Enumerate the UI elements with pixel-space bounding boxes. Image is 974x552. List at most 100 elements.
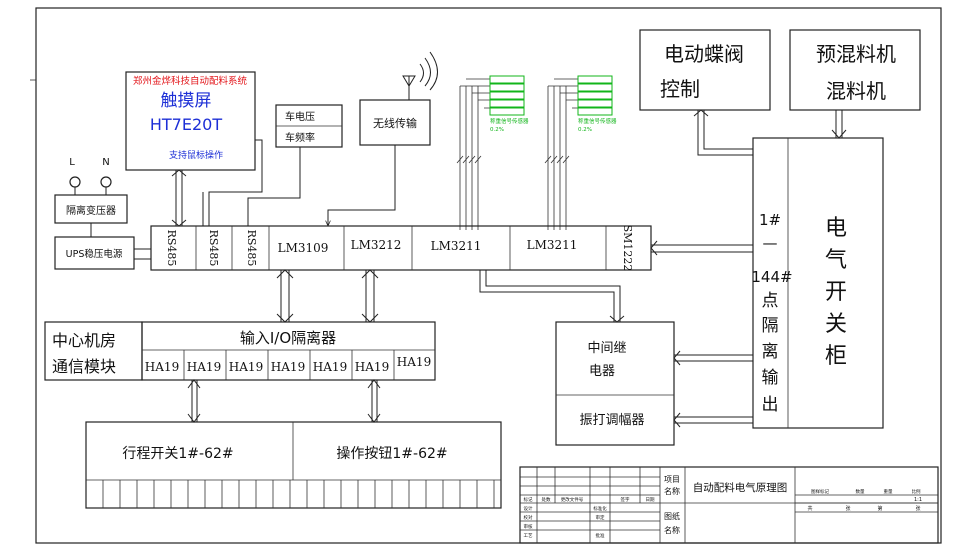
- touchscreen-link: [171, 169, 187, 227]
- plc-module-lm3211-1: LM3211: [431, 239, 482, 253]
- vehicle-signals: 车电压 车频率: [275, 104, 343, 148]
- ups-power: UPS稳压电源: [54, 236, 135, 270]
- title-block: 项目 名称 自动配料电气原理图 图纸 名称 标记 处数 更改文件号 签字 日期 …: [519, 466, 939, 544]
- touchscreen-company: 郑州金烨科技自动配料系统: [133, 75, 248, 87]
- touchscreen-title: 触摸屏: [161, 91, 212, 111]
- svg-text:图纸: 图纸: [664, 511, 680, 521]
- plc-module-sm1222: SM1222: [621, 225, 634, 272]
- svg-text:离: 离: [762, 342, 779, 362]
- vehicle-link: [247, 147, 301, 226]
- plc-module-rs485-1: RS485: [165, 230, 178, 267]
- svg-text:称重信号传感器: 称重信号传感器: [578, 117, 617, 125]
- svg-text:名称: 名称: [664, 525, 680, 535]
- load-cell-group-2: 称重信号传感器 0.2%: [547, 75, 617, 230]
- svg-text:电动蝶阀: 电动蝶阀: [664, 42, 744, 66]
- svg-text:比例: 比例: [912, 488, 921, 495]
- io-links: [276, 269, 379, 323]
- svg-text:中间继: 中间继: [587, 341, 626, 356]
- wireless-module: 无线传输: [359, 51, 438, 146]
- svg-text:审定: 审定: [596, 514, 605, 521]
- relay-bus: [479, 270, 621, 322]
- svg-text:日期: 日期: [646, 497, 655, 503]
- premixer-link: [831, 110, 847, 139]
- relay-cabinet-links: [673, 350, 753, 428]
- svg-text:点: 点: [762, 291, 779, 311]
- svg-text:共: 共: [807, 505, 812, 512]
- svg-text:名称: 名称: [664, 486, 680, 496]
- svg-text:称重信号传感器: 称重信号传感器: [490, 117, 529, 125]
- svg-text:重量: 重量: [884, 488, 893, 495]
- svg-text:第: 第: [877, 505, 882, 512]
- terminal-n-label: N: [102, 157, 109, 168]
- valve-link: [693, 109, 753, 156]
- svg-text:电: 电: [825, 216, 847, 241]
- svg-text:图样标记: 图样标记: [811, 488, 829, 495]
- drawing-frame: [35, 7, 942, 544]
- svg-text:处数: 处数: [542, 496, 551, 503]
- svg-text:—: —: [763, 234, 778, 252]
- center-room-module: 中心机房 通信模块: [44, 321, 143, 381]
- svg-text:气: 气: [825, 248, 847, 273]
- svg-text:柜: 柜: [825, 344, 847, 369]
- svg-text:校对: 校对: [524, 514, 533, 521]
- field-links: [187, 379, 381, 423]
- plc-module-rs485-2: RS485: [207, 230, 220, 267]
- isolation-output-column: 1# — 144# 点 隔 离 输 出: [751, 137, 884, 429]
- svg-text:通信模块: 通信模块: [52, 357, 116, 376]
- relay-block: 中间继 电器 振打调幅器: [555, 321, 675, 446]
- touchscreen-rs485-2-link: [202, 139, 263, 226]
- svg-text:振打调幅器: 振打调幅器: [579, 413, 644, 428]
- svg-text:UPS稳压电源: UPS稳压电源: [66, 248, 123, 260]
- sm1222-link: [650, 240, 753, 256]
- operation-buttons-label: 操作按钮1#-62#: [336, 446, 447, 462]
- ha-module: HA19: [397, 355, 431, 369]
- io-isolator: 输入I/O隔离器 HA19 HA19 HA19 HA19 HA19 HA19 H…: [141, 321, 436, 381]
- svg-text:开: 开: [825, 280, 847, 305]
- svg-text:输: 输: [762, 368, 779, 388]
- ha-module: HA19: [271, 360, 305, 374]
- svg-text:工艺: 工艺: [524, 533, 533, 539]
- svg-text:数量: 数量: [856, 488, 865, 495]
- svg-text:关: 关: [825, 312, 847, 337]
- svg-text:1#: 1#: [759, 211, 781, 229]
- svg-text:项目: 项目: [664, 475, 680, 484]
- ha-module: HA19: [229, 360, 263, 374]
- travel-switch-label: 行程开关1#-62#: [122, 446, 233, 462]
- electrical-cabinet: 电 气 开 关 柜: [825, 216, 847, 369]
- terminal-l-label: L: [69, 157, 75, 168]
- svg-text:电器: 电器: [589, 364, 615, 379]
- ha-module: HA19: [187, 360, 221, 374]
- shield-slashes: [456, 155, 570, 164]
- ha-module: HA19: [145, 360, 179, 374]
- plc-module-lm3109: LM3109: [278, 241, 329, 255]
- svg-text:出: 出: [762, 395, 779, 415]
- svg-text:标准化: 标准化: [593, 505, 607, 512]
- svg-text:更改文件号: 更改文件号: [561, 496, 584, 503]
- drawing-scale: 1:1: [914, 497, 922, 503]
- svg-text:批准: 批准: [596, 532, 605, 539]
- power-terminals: L N: [69, 157, 112, 195]
- svg-text:预混料机: 预混料机: [816, 42, 896, 66]
- plc-rack: RS485 RS485 RS485 LM3109 LM3212 LM3211 L…: [150, 225, 652, 272]
- svg-text:隔: 隔: [762, 316, 779, 336]
- field-devices: 行程开关1#-62# 操作按钮1#-62#: [85, 421, 502, 509]
- svg-text:0.2%: 0.2%: [578, 127, 592, 133]
- plc-module-lm3211-2: LM3211: [527, 238, 578, 252]
- svg-text:签字: 签字: [621, 496, 630, 503]
- touchscreen-block: 郑州金烨科技自动配料系统 触摸屏 HT7E20T 支持鼠标操作: [125, 71, 256, 171]
- butterfly-valve-control: 电动蝶阀 控制: [639, 29, 771, 111]
- svg-text:144#: 144#: [751, 268, 792, 286]
- svg-text:混料机: 混料机: [826, 79, 886, 103]
- touchscreen-note: 支持鼠标操作: [169, 149, 223, 161]
- svg-text:隔离变压器: 隔离变压器: [66, 204, 116, 217]
- svg-text:输入I/O隔离器: 输入I/O隔离器: [240, 329, 336, 347]
- vehicle-freq: 车频率: [285, 131, 315, 144]
- isolation-transformer: 隔离变压器: [54, 194, 128, 224]
- svg-text:无线传输: 无线传输: [373, 116, 417, 130]
- svg-text:张: 张: [845, 505, 850, 512]
- project-name: 自动配料电气原理图: [693, 481, 788, 494]
- load-cell-group-1: 称重信号传感器 0.2%: [459, 75, 529, 230]
- svg-text:控制: 控制: [660, 77, 700, 101]
- svg-text:中心机房: 中心机房: [52, 331, 116, 350]
